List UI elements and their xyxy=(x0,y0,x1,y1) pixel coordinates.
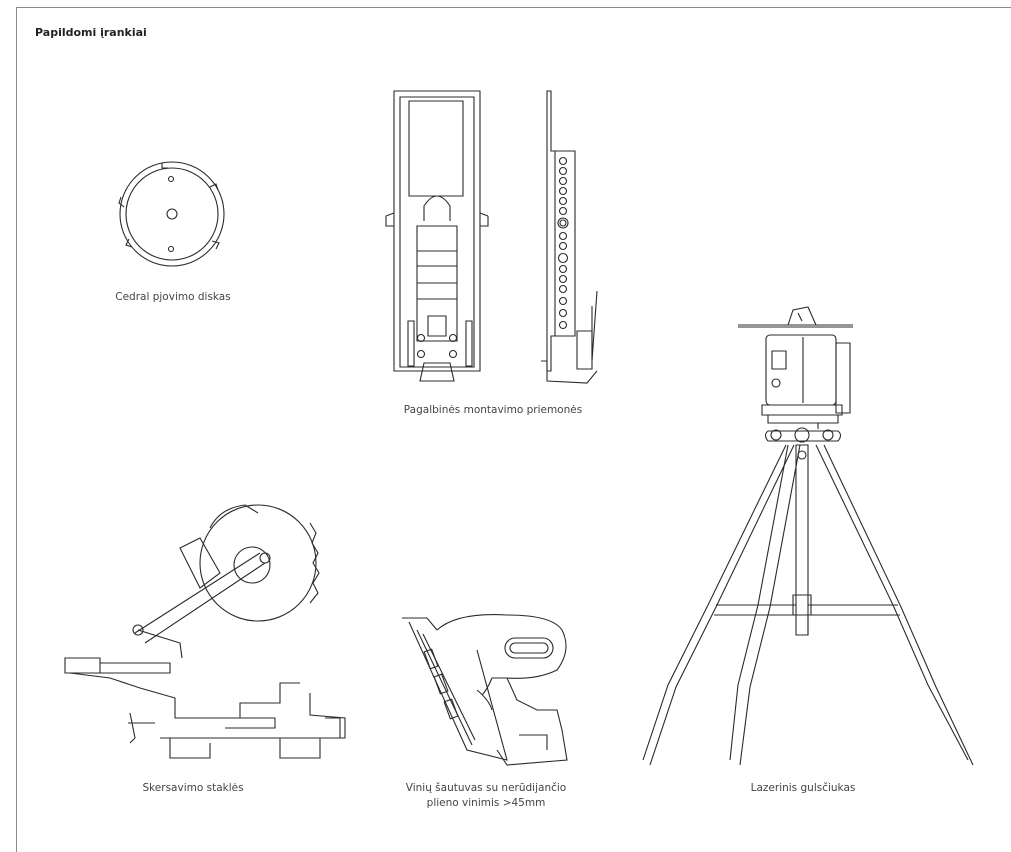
nail-gun-icon xyxy=(397,610,577,768)
miter-saw-icon xyxy=(60,493,345,765)
page-title: Papildomi įrankiai xyxy=(35,26,147,39)
caption-nail-gun: Vinių šautuvas su nerūdijančio plieno vi… xyxy=(405,782,567,809)
laser-level-icon xyxy=(638,305,973,770)
cutting-disc-icon xyxy=(112,157,232,272)
caption-laser-level: Lazerinis gulsčiukas xyxy=(750,782,856,794)
caption-miter-saw: Skersavimo staklės xyxy=(142,782,244,794)
content-frame xyxy=(16,7,1011,852)
mounting-aid-side-icon xyxy=(537,91,607,384)
caption-mounting-aids: Pagalbinės montavimo priemonės xyxy=(403,404,583,416)
mounting-aid-front-icon xyxy=(384,91,494,381)
caption-cutting-disc: Cedral pjovimo diskas xyxy=(115,291,231,303)
